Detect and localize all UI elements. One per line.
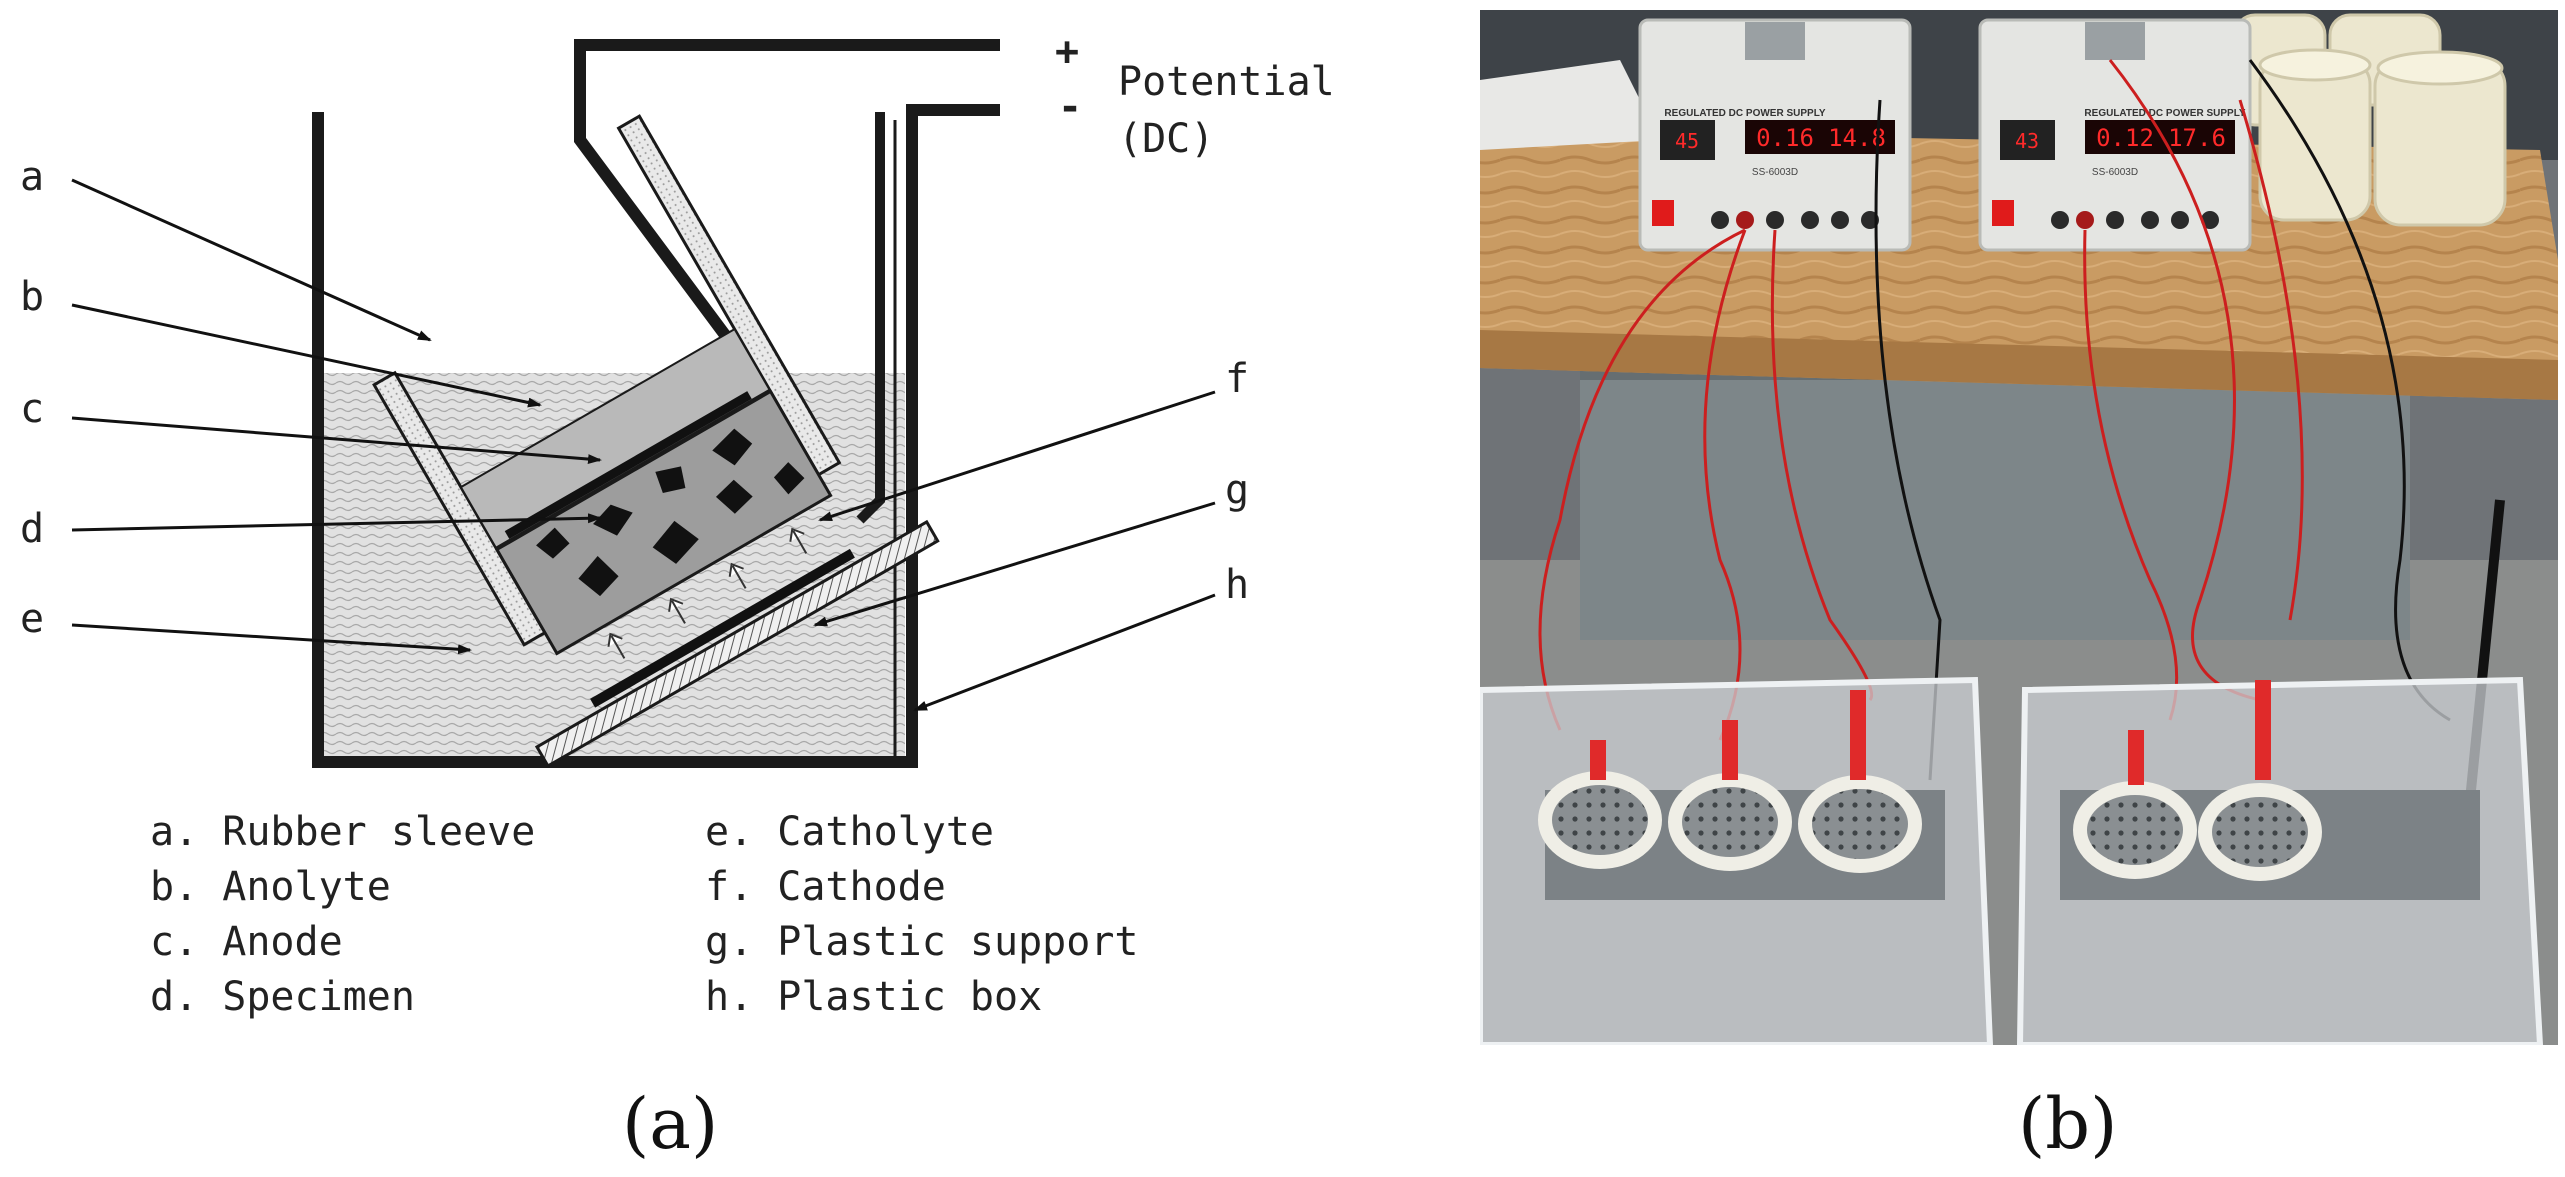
legend-item-rubber-sleeve: a. Rubber sleeve [150, 809, 535, 855]
legend-item-anolyte: b. Anolyte [150, 864, 391, 910]
arrow-a [71, 178, 432, 342]
tank-2 [2016, 676, 2544, 1045]
supply-1-volts: 0.16 [1756, 124, 1814, 152]
arrow-g [813, 501, 1216, 627]
supply-2-temp: 43 [2015, 129, 2039, 153]
legend-item-cathode: f. Cathode [705, 864, 946, 910]
minus-sign: - [1058, 84, 1082, 130]
specimen [494, 389, 833, 656]
supply-2-knobs [2051, 211, 2219, 229]
callout-letters: a b c d e f g h [20, 154, 1249, 642]
cathode-plate [590, 548, 855, 708]
arrow-c [71, 416, 602, 465]
label-e: e [20, 596, 44, 642]
tank-1-rings [1538, 771, 1922, 873]
plus-sign: + [1055, 29, 1079, 75]
schematic-diagram: a b c d e f g h + - Potential (DC) a. Ru… [20, 29, 1335, 1165]
label-d: d [20, 506, 44, 552]
arrow-h [913, 593, 1216, 712]
label-b: b [20, 274, 44, 320]
plastic-box [312, 104, 1000, 768]
red-wires [1538, 59, 2304, 741]
supply-2-label: REGULATED DC POWER SUPPLY [2084, 108, 2245, 119]
supply-1-temp: 45 [1675, 129, 1699, 153]
tank-1 [1480, 676, 1994, 1045]
arrow-e [71, 623, 472, 655]
supply-1-knobs [1711, 211, 1879, 229]
power-supply-1: REGULATED DC POWER SUPPLY 45 0.16 14.8 S… [1638, 18, 1912, 252]
plastic-cylinders [2233, 13, 2507, 227]
concrete-stand [1580, 360, 2410, 640]
legend-item-catholyte: e. Catholyte [705, 809, 994, 855]
label-f: f [1225, 356, 1249, 402]
potential-label: + - Potential (DC) [1055, 29, 1335, 162]
caption-a: (a) [622, 1083, 718, 1165]
experiment-photo: REGULATED DC POWER SUPPLY 45 0.16 14.8 S… [1480, 10, 2558, 1165]
legend: a. Rubber sleeve b. Anolyte c. Anode d. … [150, 809, 1138, 1020]
legend-item-anode: c. Anode [150, 919, 343, 965]
legend-item-plastic-support: g. Plastic support [705, 919, 1138, 965]
label-c: c [20, 386, 44, 432]
power-supply-2: REGULATED DC POWER SUPPLY 43 0.12 17.6 S… [1978, 18, 2252, 252]
legend-item-specimen: d. Specimen [150, 974, 415, 1020]
supply-2-model: SS-6003D [2092, 167, 2138, 178]
legend-item-plastic-box: h. Plastic box [705, 974, 1042, 1020]
potential-text: Potential [1118, 59, 1335, 105]
cell-assembly [372, 114, 940, 769]
label-h: h [1225, 562, 1249, 608]
tank-2-rings [2073, 781, 2322, 881]
anolyte-liquid [459, 327, 771, 550]
supply-1-model: SS-6003D [1752, 167, 1798, 178]
migration-arrows [607, 527, 808, 659]
specimen-aggregates [536, 428, 805, 597]
tank-2-clips [2128, 680, 2271, 785]
supply-2-power-switch [1992, 200, 2014, 226]
plastic-support [534, 519, 940, 769]
callout-arrows [71, 178, 1216, 712]
caption-b: (b) [2018, 1083, 2117, 1165]
table-edge [1480, 330, 2558, 400]
potential-dc-text: (DC) [1118, 116, 1214, 162]
arrow-f [818, 390, 1216, 522]
tank-1-clips [1590, 690, 1866, 780]
rubber-sleeve-right [616, 114, 842, 477]
supply-2-amps: 17.6 [2168, 124, 2226, 152]
supply-1-label: REGULATED DC POWER SUPPLY [1664, 108, 1825, 119]
supply-2-volts: 0.12 [2096, 124, 2154, 152]
arrow-d [71, 513, 602, 532]
supply-1-power-switch [1652, 200, 1674, 226]
anode-plate [504, 391, 752, 539]
label-g: g [1225, 467, 1249, 513]
label-a: a [20, 154, 44, 200]
arrow-b [71, 303, 542, 408]
anode-wire [574, 39, 1000, 386]
white-cloth [1480, 60, 1660, 150]
